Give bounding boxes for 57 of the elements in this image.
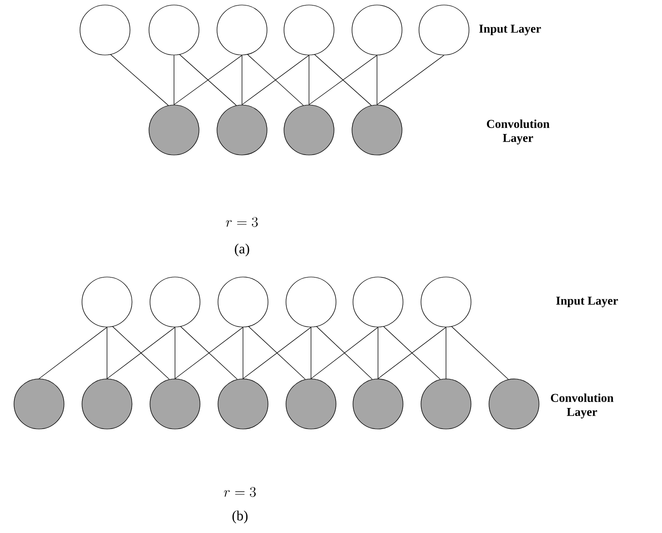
- input-neuron: [80, 4, 130, 56]
- connection-line: [310, 326, 378, 379]
- connection-line: [451, 326, 509, 380]
- convolution-neuron: [284, 104, 334, 156]
- connection-line: [308, 55, 310, 105]
- convolution-neuron: [14, 378, 64, 430]
- convolution-neuron: [420, 378, 472, 430]
- layer-label: Convolution Layer: [550, 394, 614, 418]
- input-neuron: [218, 276, 268, 328]
- parameter-formula: $r=3$: [226, 217, 258, 227]
- convolution-neuron: [488, 378, 540, 430]
- connection-line: [316, 326, 373, 380]
- connection-line: [376, 55, 444, 105]
- connection-line: [174, 326, 176, 379]
- layer-label: Convolution Layer: [486, 120, 550, 144]
- connection-line: [247, 54, 304, 106]
- connection-line: [383, 326, 441, 380]
- input-neuron: [352, 276, 404, 328]
- input-neuron: [286, 276, 336, 328]
- connection-line: [106, 326, 176, 379]
- convolution-neuron: [352, 378, 404, 430]
- input-neuron: [418, 4, 470, 56]
- connection-line: [308, 55, 378, 105]
- convolution-neuron: [352, 104, 402, 156]
- subfigure-caption: (a): [234, 244, 250, 256]
- parameter-formula: $r=3$: [224, 487, 256, 497]
- connection-line: [112, 326, 170, 380]
- input-neuron: [148, 4, 200, 56]
- connection-line: [179, 54, 237, 106]
- connection-line: [378, 326, 446, 379]
- connection-line: [110, 54, 169, 106]
- connection-line: [38, 326, 108, 379]
- connection-line: [180, 326, 238, 380]
- input-neuron: [82, 276, 132, 328]
- convolution-neuron: [216, 104, 268, 156]
- convolution-neuron: [218, 378, 268, 430]
- connection-line: [174, 55, 242, 105]
- input-neuron: [150, 276, 200, 328]
- layer-label: Input Layer: [556, 296, 618, 308]
- connection-line: [248, 326, 306, 380]
- connection-line: [106, 326, 108, 379]
- connection-line: [242, 326, 244, 379]
- convolution-neuron: [148, 104, 200, 156]
- input-neuron: [216, 4, 268, 56]
- convolution-neuron: [286, 378, 336, 430]
- connection-line: [376, 55, 378, 105]
- convolution-neuron: [150, 378, 200, 430]
- input-neuron: [420, 276, 472, 328]
- connection-line: [174, 326, 244, 379]
- connection-line: [310, 326, 312, 379]
- input-neuron: [352, 4, 402, 56]
- input-neuron: [284, 4, 334, 56]
- connection-line: [314, 54, 372, 106]
- convolution-neuron: [82, 378, 132, 430]
- connection-line: [242, 326, 312, 379]
- connection-line: [242, 55, 310, 105]
- subfigure-caption: (b): [232, 510, 248, 524]
